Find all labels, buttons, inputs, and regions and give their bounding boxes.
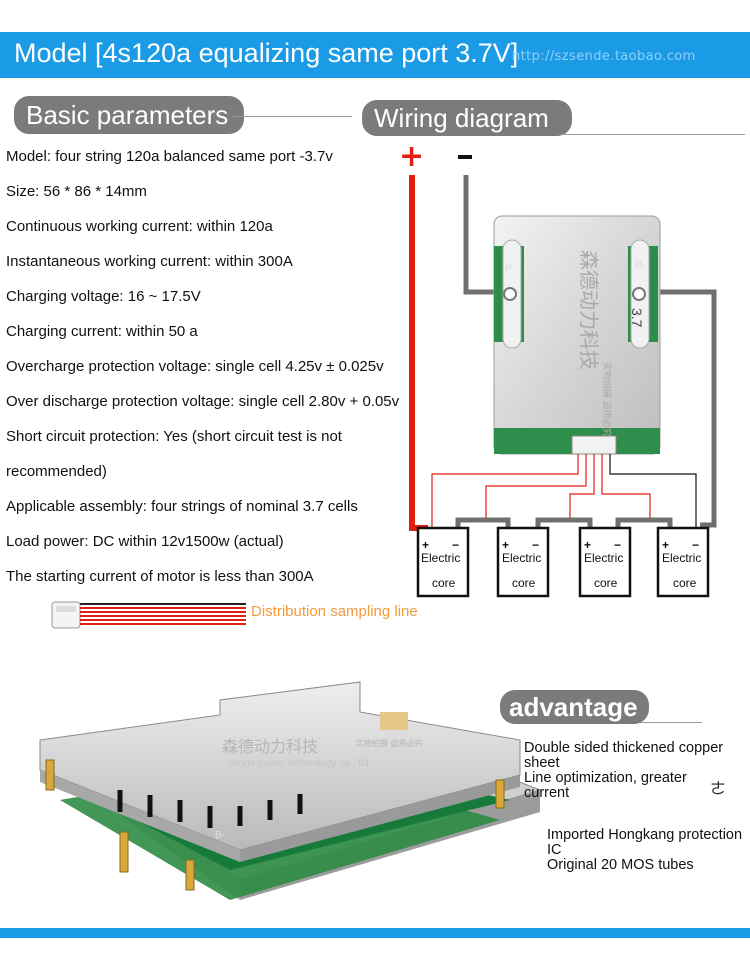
- cell-label-2: core: [673, 576, 697, 590]
- board-sub: 实物拍摄 盗用必究: [601, 362, 613, 437]
- cell-label-2: core: [594, 576, 618, 590]
- cell-2: + − Electric core: [496, 526, 550, 598]
- bottom-band: [0, 928, 750, 938]
- stray-glyph: ㄜ: [710, 781, 727, 798]
- pad-p-label: P-: [505, 263, 516, 275]
- param-short-circuit-cont: recommended): [6, 463, 107, 480]
- wiring-diagram-heading: Wiring diagram: [362, 100, 572, 136]
- distribution-sampling-label: Distribution sampling line: [251, 603, 418, 620]
- cell-plus: +: [502, 538, 509, 552]
- param-charging-voltage: Charging voltage: 16 ~ 17.5V: [6, 288, 201, 305]
- basic-parameters-heading: Basic parameters: [14, 96, 244, 134]
- bms-board: P- B- 森德动力科技 实物拍摄 盗用必究 3.7: [493, 215, 661, 455]
- advantage-item: Line optimization, greater current: [524, 770, 687, 801]
- page-title: Model [4s120a equalizing same port 3.7V]: [14, 38, 519, 68]
- param-assembly: Applicable assembly: four strings of nom…: [6, 498, 358, 515]
- param-charging-current: Charging current: within 50 a: [6, 323, 198, 340]
- cell-label-1: Electric: [584, 551, 623, 565]
- cell-4: + − Electric core: [656, 526, 710, 598]
- plus-sign: +: [399, 139, 424, 174]
- sampling-wires: [431, 454, 697, 528]
- param-instantaneous-current: Instantaneous working current: within 30…: [6, 253, 293, 270]
- cell-plus: +: [422, 538, 429, 552]
- watermark-url: http://szsende.taobao.com: [512, 49, 696, 64]
- param-size: Size: 56 * 86 * 14mm: [6, 183, 147, 200]
- advantage-item: Original 20 MOS tubes: [547, 857, 694, 873]
- heading-rule: [560, 134, 745, 135]
- param-overdischarge-voltage: Over discharge protection voltage: singl…: [6, 393, 400, 410]
- param-continuous-current: Continuous working current: within 120a: [6, 218, 273, 235]
- cell-1: + − Electric core: [416, 526, 470, 598]
- pad-b-label: B-: [635, 259, 646, 271]
- photo-brand: 森德动力科技: [222, 737, 318, 756]
- advantage-item: Double sided thickened copper sheet: [524, 740, 724, 771]
- cell-label-1: Electric: [502, 551, 541, 565]
- minus-sign: [458, 155, 472, 159]
- cell-minus: −: [532, 538, 539, 552]
- board-side-label: 3.7: [629, 308, 645, 328]
- param-motor-current: The starting current of motor is less th…: [6, 568, 314, 585]
- advantage-heading: advantage: [500, 690, 649, 724]
- cell-label-2: core: [432, 576, 456, 590]
- cell-label-1: Electric: [421, 551, 460, 565]
- photo-brand-en: sende power technology co., ltd: [228, 758, 369, 769]
- param-short-circuit: Short circuit protection: Yes (short cir…: [6, 428, 342, 445]
- cell-minus: −: [452, 538, 459, 552]
- cell-plus: +: [662, 538, 669, 552]
- heading-rule: [640, 722, 702, 723]
- photo-brand-sub: 实物拍摄 盗用必究: [356, 738, 423, 748]
- title-bar: [0, 32, 750, 78]
- cell-links: [455, 517, 673, 528]
- cell-minus: −: [692, 538, 699, 552]
- heading-rule: [232, 116, 352, 117]
- cell-3: + − Electric core: [578, 526, 632, 598]
- board-brand: 森德动力科技: [577, 250, 601, 370]
- cell-label-1: Electric: [662, 551, 701, 565]
- param-model: Model: four string 120a balanced same po…: [6, 148, 333, 165]
- advantage-item: Imported Hongkang protection IC: [547, 827, 743, 858]
- photo-pad-label: B-: [215, 830, 225, 841]
- param-overcharge-voltage: Overcharge protection voltage: single ce…: [6, 358, 384, 375]
- red-positive-wire: [409, 175, 428, 531]
- cell-label-2: core: [512, 576, 536, 590]
- param-load-power: Load power: DC within 12v1500w (actual): [6, 533, 284, 550]
- product-photo: 森德动力科技 实物拍摄 盗用必究 sende power technology …: [39, 681, 542, 900]
- gray-battery-wire: [638, 289, 717, 528]
- sampling-cable: [51, 601, 246, 629]
- cell-plus: +: [584, 538, 591, 552]
- cell-minus: −: [614, 538, 621, 552]
